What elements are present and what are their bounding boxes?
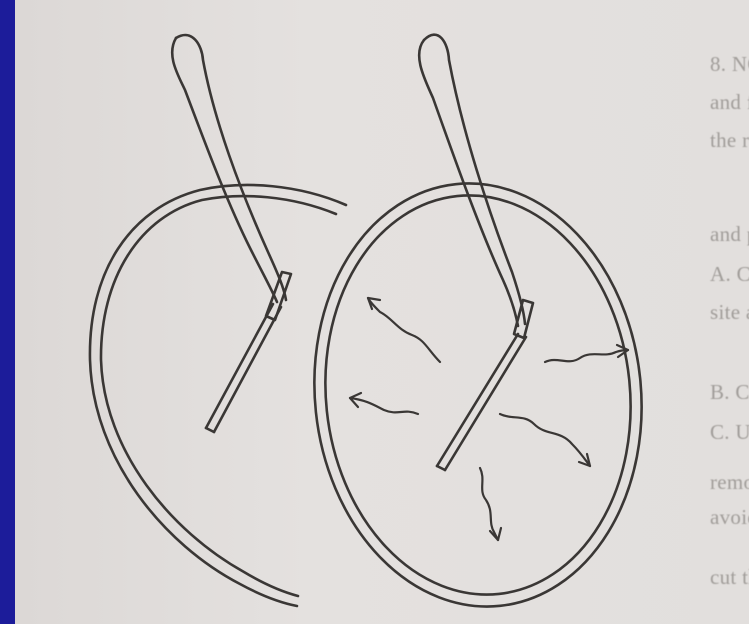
wavy-arrow-down — [480, 468, 498, 540]
left-swab — [172, 35, 291, 432]
wavy-arrow-lower-right — [500, 414, 590, 466]
right-tissue-circle — [294, 167, 663, 623]
spread-arrows — [350, 298, 628, 540]
left-tissue-circle — [90, 185, 346, 606]
wavy-arrow-upper-left — [368, 298, 440, 362]
right-swab — [419, 35, 533, 470]
wavy-arrow-left — [350, 398, 418, 414]
wavy-arrow-right — [545, 350, 628, 362]
